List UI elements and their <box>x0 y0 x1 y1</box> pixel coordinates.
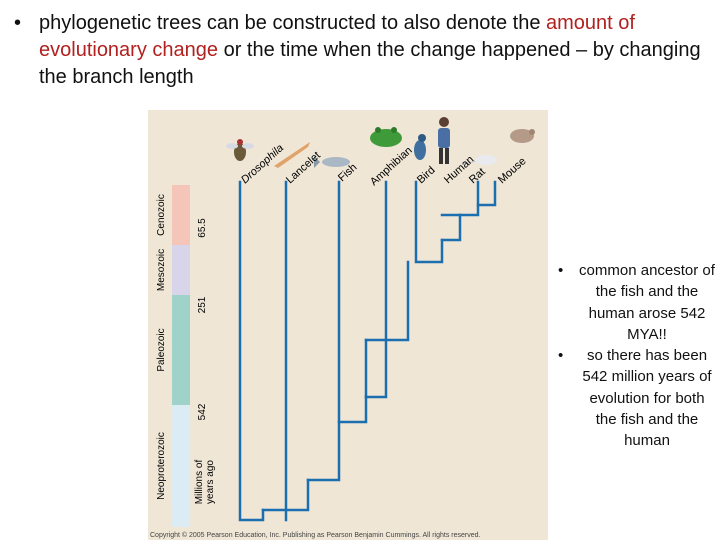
time-mark-542: 542 <box>197 403 208 420</box>
figure-copyright: Copyright © 2005 Pearson Education, Inc.… <box>150 531 480 539</box>
taxon-label-lancelet: Lancelet <box>284 149 323 186</box>
fly-icon <box>226 139 254 161</box>
axis-label-line2: years ago <box>205 460 216 504</box>
era-label-neoproterozoic: Neoproterozoic <box>156 432 167 500</box>
phylogenetic-tree-figure: Cenozoic Mesozoic Paleozoic Neoproterozo… <box>148 110 548 540</box>
side-notes: • common ancestor of the fish and the hu… <box>558 260 716 452</box>
era-label-mesozoic: Mesozoic <box>156 249 167 291</box>
taxon-label-bird: Bird <box>415 164 438 186</box>
taxon-label-amphibian: Amphibian <box>368 145 415 189</box>
era-label-paleozoic: Paleozoic <box>156 328 167 371</box>
time-mark-65: 65.5 <box>197 218 208 238</box>
era-bar-neoproterozoic <box>172 405 190 527</box>
taxon-label-mouse: Mouse <box>496 155 529 186</box>
side-note-2-bullet: • <box>558 345 563 366</box>
side-note-1-bullet: • <box>558 260 563 281</box>
headline-bullet: • <box>14 10 21 37</box>
tree-svg: Cenozoic Mesozoic Paleozoic Neoproterozo… <box>148 110 548 540</box>
time-mark-251: 251 <box>197 296 208 313</box>
side-note-1: • common ancestor of the fish and the hu… <box>558 260 716 345</box>
era-bar-cenozoic <box>172 185 190 245</box>
frog-icon <box>370 127 402 147</box>
side-note-1-text: common ancestor of the fish and the huma… <box>579 262 715 343</box>
tree-branches <box>240 182 495 520</box>
taxon-label-rat: Rat <box>467 166 488 186</box>
era-bar-paleozoic <box>172 295 190 405</box>
mouse-icon <box>510 129 535 143</box>
side-note-2-text: so there has been 542 million years of e… <box>582 347 711 449</box>
side-note-2: • so there has been 542 million years of… <box>558 345 716 451</box>
era-bar-mesozoic <box>172 245 190 295</box>
headline-part1: phylogenetic trees can be constructed to… <box>39 12 546 34</box>
slide-headline: • phylogenetic trees can be constructed … <box>10 10 710 91</box>
headline-text: phylogenetic trees can be constructed to… <box>39 10 710 91</box>
era-label-cenozoic: Cenozoic <box>156 194 167 236</box>
axis-label-line1: Millions of <box>194 460 205 505</box>
bird-icon <box>414 134 426 160</box>
human-icon <box>438 117 450 164</box>
